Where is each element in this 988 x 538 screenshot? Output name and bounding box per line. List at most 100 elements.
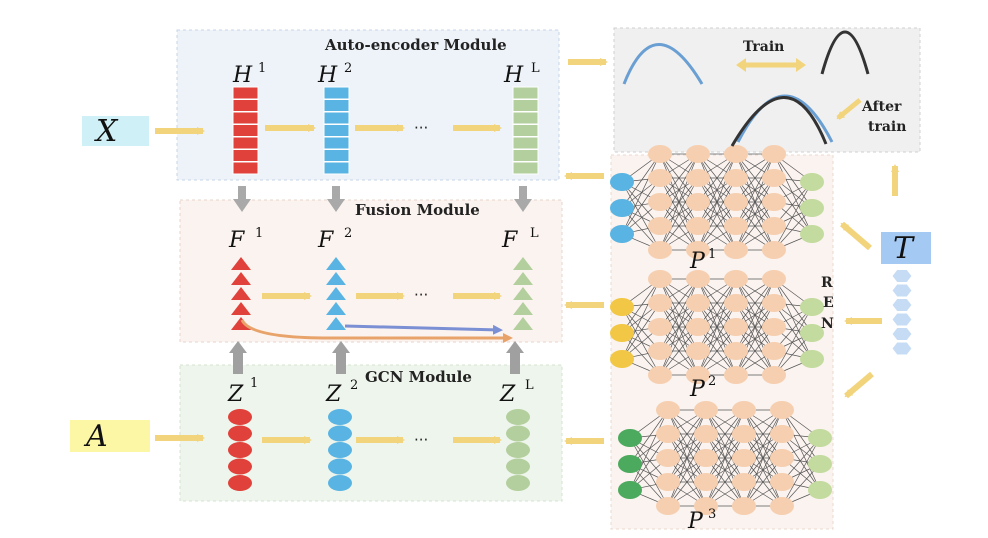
network-edge [735, 177, 775, 251]
network-edge [659, 201, 699, 251]
fusion-module-panel [179, 199, 563, 343]
network-hidden-node [732, 401, 756, 419]
skip-connection-f2-to-fL [344, 324, 503, 335]
a-label-box [70, 420, 150, 452]
z-ellipsis: ··· [414, 431, 428, 449]
network-hidden-node [724, 294, 748, 312]
z1-label: Z [227, 382, 244, 407]
network-input-node [610, 324, 634, 342]
network-edge [735, 302, 775, 376]
h1-superscript: 1 [258, 61, 266, 76]
network-edge [629, 409, 669, 465]
network-edge [659, 177, 699, 251]
network-edge [743, 409, 783, 507]
network-input-node [618, 481, 642, 499]
network-edge [697, 278, 737, 328]
h1-layer-cells [232, 86, 259, 175]
network-hidden-node [648, 270, 672, 288]
network-p2 [610, 270, 824, 384]
network-hidden-node [762, 241, 786, 259]
grey-arrows-z-to-f [229, 341, 524, 374]
layer-cell [323, 124, 350, 137]
network-hidden-node [686, 318, 710, 336]
network-edge [659, 153, 699, 203]
network-hidden-node [732, 449, 756, 467]
p1-superscript: 1 [708, 247, 716, 262]
network-hidden-node [762, 270, 786, 288]
network-edge [659, 278, 699, 328]
layer-cell [232, 124, 259, 137]
layer-triangle [231, 287, 251, 300]
zL-label: Z [499, 382, 516, 407]
h2-layer-cells [323, 86, 350, 175]
network-p1 [610, 145, 824, 259]
layer-triangle [326, 302, 346, 315]
layer-triangle [513, 317, 533, 330]
network-edge [621, 306, 661, 376]
network-hidden-node [732, 425, 756, 443]
network-edge [781, 437, 821, 507]
network-hidden-node [656, 473, 680, 491]
layer-triangle [326, 317, 346, 330]
layer-triangle [513, 272, 533, 285]
network-hidden-node [686, 241, 710, 259]
layer-node [328, 409, 352, 425]
network-hidden-node [686, 342, 710, 360]
layer-cell [323, 86, 350, 100]
layer-node [328, 475, 352, 491]
network-edge [621, 181, 661, 251]
network-hidden-node [648, 193, 672, 211]
layer-triangle [231, 272, 251, 285]
fusion-module-title: Fusion Module [355, 201, 480, 219]
network-hidden-node [724, 318, 748, 336]
layer-cell [323, 136, 350, 150]
after-label-line2: train [868, 119, 906, 135]
after-train-curve-target [730, 96, 828, 147]
network-edge [667, 409, 707, 459]
target-curve-top [820, 30, 870, 75]
network-input-node [610, 173, 634, 191]
network-edge [621, 177, 661, 235]
network-input-node [610, 225, 634, 243]
network-edge [621, 278, 661, 334]
z2-label: Z [325, 382, 342, 407]
network-edge [773, 181, 813, 251]
network-edge [773, 306, 813, 376]
ren-letter-r: R [821, 275, 833, 291]
network-edge [705, 409, 745, 507]
f2-layer-triangles [326, 257, 346, 330]
after-train-arrow [836, 98, 862, 120]
network-edge [735, 326, 775, 376]
layer-cell [232, 136, 259, 150]
h2-label: H [317, 63, 338, 88]
network-edge [743, 409, 783, 483]
layer-node [228, 442, 252, 458]
layer-cell [232, 86, 259, 100]
train-arrow-head-left [736, 58, 746, 72]
train-label: Train [743, 39, 784, 55]
layer-triangle [326, 272, 346, 285]
network-edge [667, 409, 707, 483]
skip-connection-f1-to-fL [240, 319, 513, 343]
network-edge [697, 153, 737, 227]
z1-layer-nodes [228, 409, 252, 491]
network-hidden-node [686, 193, 710, 211]
network-hidden-node [656, 449, 680, 467]
network-edge [773, 278, 813, 334]
network-hidden-node [762, 318, 786, 336]
network-edge [697, 278, 737, 352]
network-hidden-node [694, 449, 718, 467]
network-edge [743, 433, 783, 507]
network-edge [697, 177, 737, 251]
network-input-node [610, 199, 634, 217]
layer-cell [512, 149, 539, 162]
h-ellipsis: ··· [414, 119, 428, 137]
a-input-label: A [83, 419, 108, 454]
autoencoder-module-title: Auto-encoder Module [324, 36, 507, 54]
layer-cell [323, 111, 350, 125]
p3-superscript: 3 [708, 507, 716, 522]
network-hidden-node [648, 366, 672, 384]
network-edge [773, 302, 813, 360]
fL-layer-triangles [513, 257, 533, 330]
